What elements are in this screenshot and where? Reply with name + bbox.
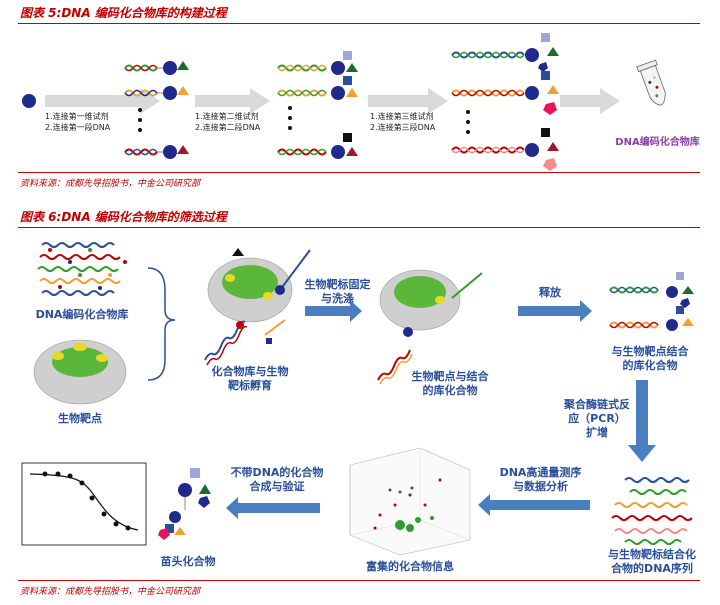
library-tube-icon: [636, 59, 666, 106]
pcr-label: 聚合酶链式反应（PCR）扩增: [564, 398, 630, 439]
step3-arrow: [368, 88, 448, 114]
lead-label: 苗头化合物: [160, 555, 216, 568]
step1-arrow: [45, 88, 160, 114]
incubation-protein: [204, 248, 311, 366]
stage3-compounds: [451, 33, 559, 171]
ngs-arrow: [478, 494, 590, 516]
released-compounds: [609, 272, 694, 331]
ngs-label: DNA高通量测序与数据分析: [499, 466, 582, 493]
step2-arrow: [195, 88, 270, 114]
bound-protein: [377, 269, 483, 385]
enrichment-scatter: [349, 447, 471, 556]
release-label: 释放: [539, 286, 561, 299]
target-label: 生物靶点: [58, 412, 102, 425]
start-bead: [22, 94, 36, 108]
figure-5-bottom-rule: [18, 172, 700, 173]
figure-6-bottom-rule: [18, 580, 700, 581]
incubate-label: 化合物库与生物靶标孵育: [211, 365, 289, 392]
library-cloud: [37, 242, 127, 296]
stage2-compounds: [277, 51, 358, 159]
sequences-label: 与生物靶标结合化合物的DNA序列: [608, 548, 696, 575]
bound-label: 生物靶点与结合的库化合物: [411, 370, 489, 397]
library-result-label: DNA编码化合物库: [615, 137, 700, 148]
final-arrow: [560, 88, 620, 114]
figure-6-top-rule: [18, 227, 700, 228]
amplified-sequences: [611, 477, 693, 545]
fix-wash-arrow: [305, 300, 362, 322]
enriched-label: 富集的化合物信息: [366, 560, 454, 573]
library-label: DNA编码化合物库: [35, 308, 129, 321]
figure-5-title: 图表 5:DNA 编码化合物库的构建过程: [20, 6, 227, 20]
stage1-compounds: [124, 61, 189, 159]
figure-5-source: 资料来源：成都先导招股书，中金公司研究部: [20, 179, 201, 189]
synthesis-label: 不带DNA的化合物合成与验证: [230, 466, 324, 493]
merge-brace: [147, 267, 176, 381]
figure-6-source: 资料来源：成都先导招股书，中金公司研究部: [20, 587, 201, 597]
target-protein-left: [33, 339, 127, 405]
pcr-arrow: [628, 380, 656, 462]
dose-response-chart: [21, 462, 147, 546]
fix-wash-label: 生物靶标固定与洗涤: [304, 278, 371, 305]
release-arrow: [518, 300, 592, 322]
figure-6-title: 图表 6:DNA 编码化合物库的筛选过程: [20, 210, 227, 224]
lead-compound: [158, 468, 211, 540]
figure-5-top-rule: [18, 23, 700, 24]
synthesis-arrow: [226, 497, 320, 519]
bound-compounds-label: 与生物靶点结合的库化合物: [611, 345, 689, 372]
